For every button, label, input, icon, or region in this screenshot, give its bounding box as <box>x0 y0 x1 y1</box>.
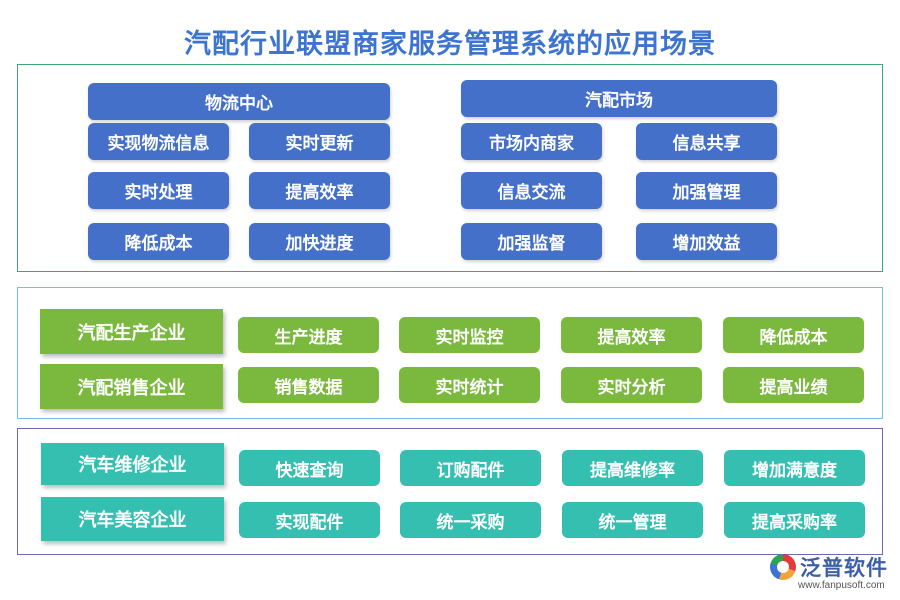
repair-item: 订购配件 <box>400 450 541 486</box>
sales-item: 实时分析 <box>561 367 702 403</box>
beauty-enterprise-header: 汽车美容企业 <box>41 497 224 541</box>
logo-url: www.fanpusoft.com <box>798 580 885 591</box>
logistics-item: 加快进度 <box>249 223 390 260</box>
logistics-item: 提高效率 <box>249 172 390 209</box>
production-item: 生产进度 <box>238 317 379 353</box>
production-item: 提高效率 <box>561 317 702 353</box>
market-item: 信息共享 <box>636 123 777 160</box>
beauty-item: 实现配件 <box>239 502 380 538</box>
sales-item: 提高业绩 <box>723 367 864 403</box>
market-item: 市场内商家 <box>461 123 602 160</box>
market-item: 加强监督 <box>461 223 602 260</box>
logo-icon <box>770 554 796 580</box>
beauty-item: 统一管理 <box>562 502 703 538</box>
market-item: 加强管理 <box>636 172 777 209</box>
repair-item: 快速查询 <box>239 450 380 486</box>
repair-item: 增加满意度 <box>724 450 865 486</box>
logistics-item: 实时处理 <box>88 172 229 209</box>
repair-item: 提高维修率 <box>562 450 703 486</box>
market-item: 信息交流 <box>461 172 602 209</box>
market-item: 增加效益 <box>636 223 777 260</box>
logistics-header: 物流中心 <box>88 83 390 120</box>
logistics-item: 实时更新 <box>249 123 390 160</box>
repair-enterprise-header: 汽车维修企业 <box>41 443 224 485</box>
sales-item: 实时统计 <box>399 367 540 403</box>
brand-logo: 泛普软件 www.fanpusoft.com <box>770 552 895 598</box>
production-item: 实时监控 <box>399 317 540 353</box>
beauty-item: 提高采购率 <box>724 502 865 538</box>
sales-item: 销售数据 <box>238 367 379 403</box>
beauty-item: 统一采购 <box>400 502 541 538</box>
sales-enterprise-header: 汽配销售企业 <box>40 364 223 409</box>
page-title: 汽配行业联盟商家服务管理系统的应用场景 <box>184 29 716 60</box>
logo-name: 泛普软件 <box>800 556 888 580</box>
logistics-item: 实现物流信息 <box>88 123 229 160</box>
production-enterprise-header: 汽配生产企业 <box>40 309 223 354</box>
market-header: 汽配市场 <box>461 80 777 117</box>
logistics-item: 降低成本 <box>88 223 229 260</box>
production-item: 降低成本 <box>723 317 864 353</box>
